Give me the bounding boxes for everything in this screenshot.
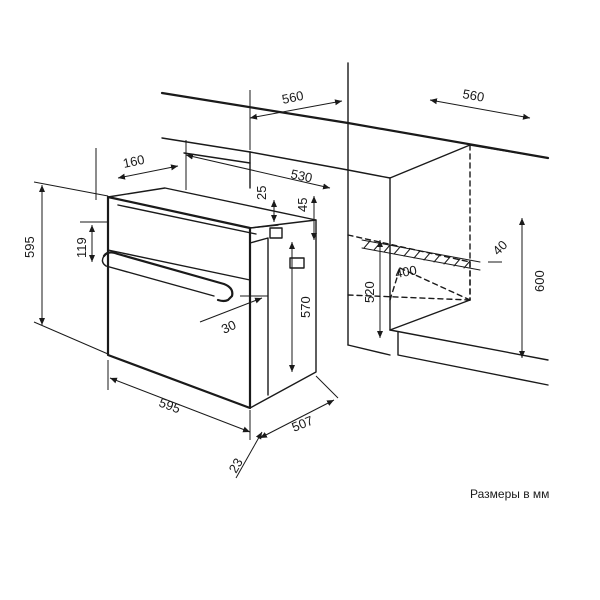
dimension-160 bbox=[95, 148, 179, 200]
units-note: Размеры в мм bbox=[470, 487, 549, 501]
dimension-label-160: 160 bbox=[122, 152, 146, 171]
dimension-label-600: 600 bbox=[532, 270, 547, 292]
dimension-560-right bbox=[429, 98, 531, 120]
dimension-label-530: 530 bbox=[289, 166, 313, 185]
niche-cabinet-outline bbox=[346, 121, 550, 386]
control-knob-1 bbox=[269, 227, 283, 239]
dimension-label-25: 25 bbox=[254, 186, 269, 200]
dimension-595-vertical bbox=[33, 181, 109, 355]
dimension-507 bbox=[259, 375, 339, 439]
control-panel bbox=[269, 227, 305, 269]
dimension-23 bbox=[235, 431, 263, 479]
dimension-label-119: 119 bbox=[74, 237, 89, 258]
dimension-560-left bbox=[249, 90, 343, 150]
dimension-119 bbox=[80, 221, 108, 262]
dimension-label-30: 30 bbox=[219, 317, 238, 337]
dimension-label-595-vertical: 595 bbox=[22, 236, 37, 258]
dimension-label-560-left: 560 bbox=[281, 88, 305, 107]
dimension-label-45: 45 bbox=[295, 198, 310, 212]
dimension-label-400: 400 bbox=[394, 262, 418, 281]
dimension-label-520: 520 bbox=[362, 281, 377, 303]
dimension-595-horizontal bbox=[107, 360, 251, 440]
dimension-label-23: 23 bbox=[226, 455, 246, 475]
dimension-30 bbox=[199, 295, 268, 323]
oven-door-handle bbox=[101, 251, 234, 303]
dimension-label-507: 507 bbox=[290, 413, 316, 435]
dimension-530 bbox=[185, 140, 331, 190]
oven-body bbox=[106, 187, 317, 410]
dimension-label-40: 40 bbox=[490, 237, 511, 258]
dimension-label-570: 570 bbox=[298, 296, 313, 318]
dimension-label-560-right: 560 bbox=[461, 86, 485, 105]
dimension-label-595-horizontal: 595 bbox=[157, 395, 183, 417]
